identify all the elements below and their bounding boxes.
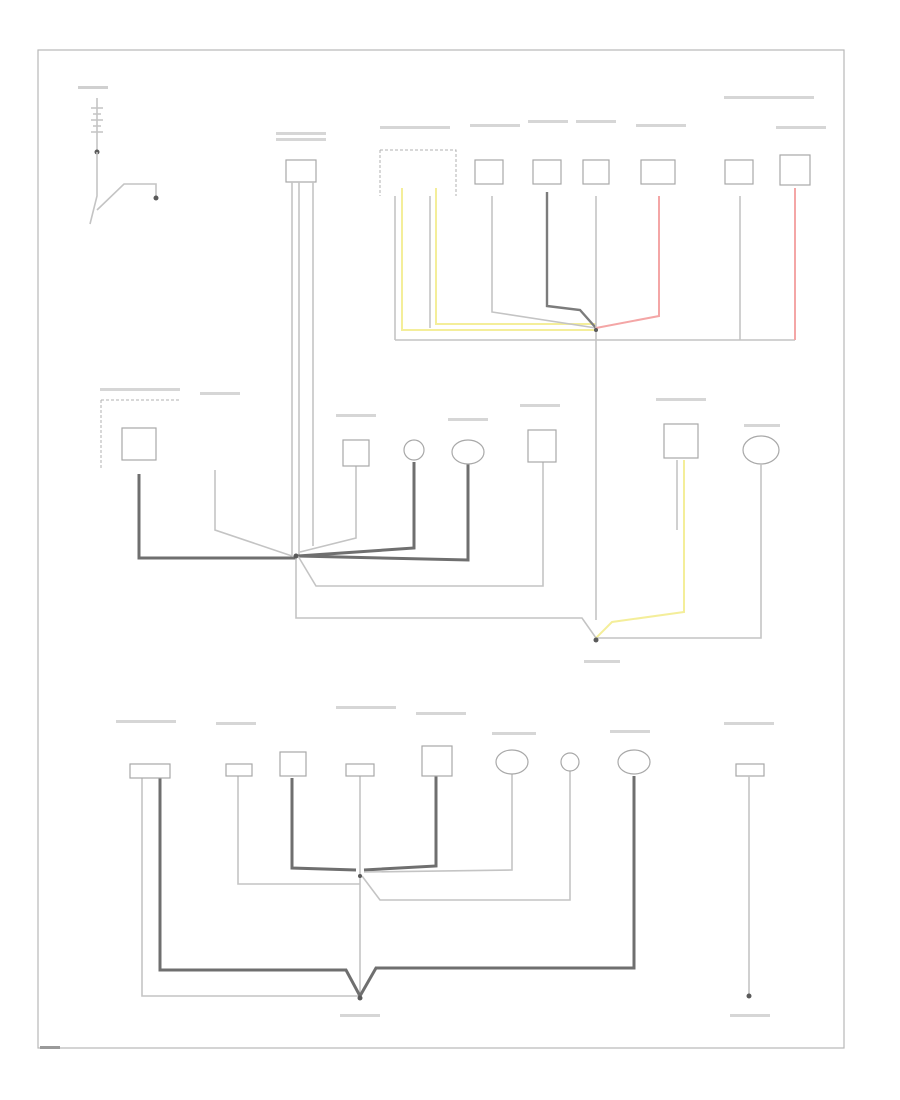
component-mid-4	[403, 439, 425, 461]
component-bottom-8	[617, 749, 651, 775]
middle-right-wire-b	[596, 464, 762, 639]
middle-right-ground-dot	[593, 637, 599, 643]
component-top-6	[724, 159, 754, 185]
top-harness-red-wire-1	[595, 196, 660, 329]
component-top-5	[640, 159, 676, 185]
top-splice-dot	[594, 328, 598, 332]
component-mid-5	[451, 439, 485, 465]
main-ground-splice-top	[394, 188, 796, 620]
battery-symbol	[91, 98, 103, 150]
middle-ground-wire-down	[295, 556, 597, 639]
bottom-components	[129, 745, 765, 779]
bottom-ground-splice	[141, 770, 636, 1001]
component-bottom-7	[560, 752, 580, 772]
middle-left-wire-2	[214, 470, 293, 557]
component-bottom-1	[129, 763, 171, 779]
component-bottom-2	[225, 763, 253, 777]
bottom-splice-dot	[358, 874, 362, 878]
bottom-black-wire-4	[363, 776, 438, 872]
component-bottom-4	[345, 763, 375, 777]
bottom-left-wire-1	[141, 776, 360, 997]
diagram-border	[37, 49, 845, 1049]
component-top-4	[582, 159, 610, 185]
bottom-right-black-wire	[358, 776, 636, 997]
middle-left-black-wire-1	[137, 474, 296, 560]
middle-left-splice-dot	[293, 553, 299, 559]
bottom-right-ground	[746, 776, 752, 999]
component-harness-connector-left	[285, 159, 317, 183]
bottom-wire-6	[361, 770, 571, 901]
component-mid-1	[121, 427, 157, 461]
faint-label-marks	[40, 86, 826, 1049]
middle-left-bracket	[100, 399, 180, 470]
middle-right-yellow-wire	[595, 460, 685, 639]
middle-left-ground-splice	[137, 182, 597, 639]
component-bottom-9	[735, 763, 765, 777]
component-top-3	[532, 159, 562, 185]
component-top-7	[779, 154, 811, 186]
component-top-2	[474, 159, 504, 185]
battery-to-engine-ground-wire	[96, 183, 157, 211]
middle-right-ground-splice	[593, 460, 762, 643]
component-bottom-3	[279, 751, 307, 777]
bottom-wire-5	[363, 774, 513, 873]
connector-bracket-top	[379, 149, 457, 196]
component-mid-6	[527, 429, 557, 463]
bottom-black-wire-2	[290, 778, 357, 872]
bottom-right-ground-dot	[746, 993, 752, 999]
top-components	[285, 149, 811, 196]
battery-ground-group	[89, 98, 159, 225]
middle-right-black-wire-2	[297, 462, 416, 558]
battery-ground-wire	[89, 152, 98, 225]
top-harness-yellow-wire-2	[435, 188, 596, 325]
middle-right-wire-1	[299, 466, 357, 553]
component-bottom-5	[421, 745, 453, 777]
middle-right-wire-4	[297, 462, 544, 587]
component-bottom-6	[495, 749, 529, 775]
top-harness-dark-wire	[545, 192, 597, 329]
middle-right-black-wire-3	[297, 462, 470, 562]
bottom-ground-dot	[357, 995, 363, 1001]
component-mid-8	[742, 435, 780, 465]
component-mid-7	[663, 423, 699, 459]
bottom-wire-1	[237, 776, 360, 885]
component-mid-3	[342, 439, 370, 467]
engine-ground-dot	[153, 195, 159, 201]
middle-components	[100, 399, 780, 470]
bottom-left-black-wire-2	[158, 776, 362, 997]
top-harness-yellow-wire-1	[401, 188, 596, 331]
top-harness-wire-3	[491, 196, 597, 329]
